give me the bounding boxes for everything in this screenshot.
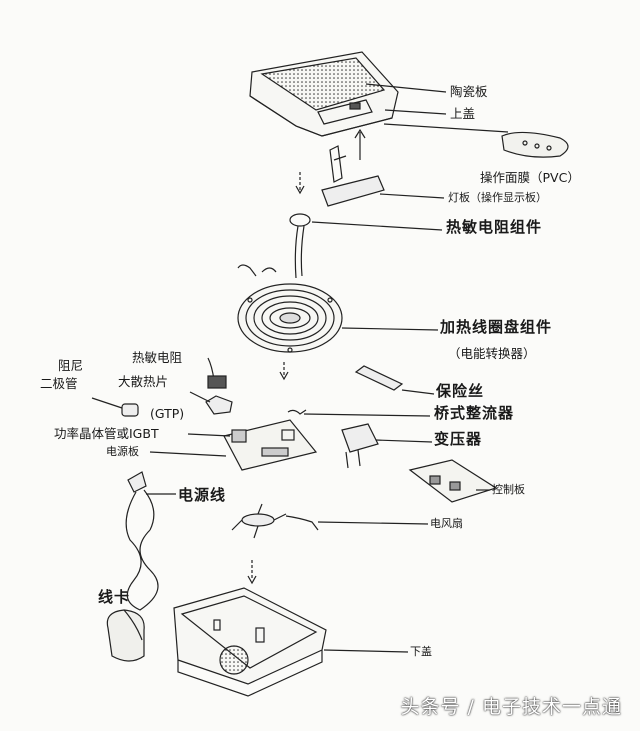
cable-clip-drawing [106,609,145,662]
watermark: 头条号 / 电子技术一点通 [400,696,622,718]
power-board [223,419,318,471]
label-light-board: 灯板（操作显示板） [448,191,547,204]
label-fan: 电风扇 [430,517,463,530]
bottom-cover-drawing [173,587,327,697]
label-control-board: 控制板 [492,483,525,496]
label-bottom-cover: 下盖 [410,645,432,658]
label-thermistor: 热敏电阻 [132,350,183,365]
label-ceramic-plate: 陶瓷板 [450,84,488,99]
label-transformer: 变压器 [434,430,483,448]
fuse [354,365,404,391]
control-board [408,459,498,503]
damping-diode [91,397,139,417]
label-bridge-rectifier: 桥式整流器 [434,404,515,422]
transformer [341,423,379,469]
label-heatsink: 大散热片 [118,374,169,389]
cooktop-top-cover [249,51,399,137]
label-top-cover: 上盖 [450,106,476,121]
label-thermistor-assembly: 热敏电阻组件 [446,218,543,236]
label-damping-diode-1: 阻尼 [58,358,84,373]
power-cord-drawing [125,471,159,611]
label-energy-converter: （电能转换器） [448,346,536,361]
label-heating-coil-assembly: 加热线圈盘组件 [440,318,553,336]
thermistor-assembly [289,213,311,279]
heating-coil [237,264,343,353]
label-igbt: 功率晶体管或IGBT [54,426,159,441]
label-cable-clip: 线卡 [98,588,131,606]
label-power-cord: 电源线 [178,486,227,504]
label-fuse: 保险丝 [436,382,485,400]
control-panel-film [501,131,569,158]
light-board [321,145,385,207]
label-power-board: 电源板 [106,445,139,458]
label-gtp: (GTP) [150,406,185,421]
label-damping-diode-2: 二极管 [40,376,78,391]
label-control-panel-film: 操作面膜（PVC） [480,170,580,185]
fan-drawing [231,503,319,539]
